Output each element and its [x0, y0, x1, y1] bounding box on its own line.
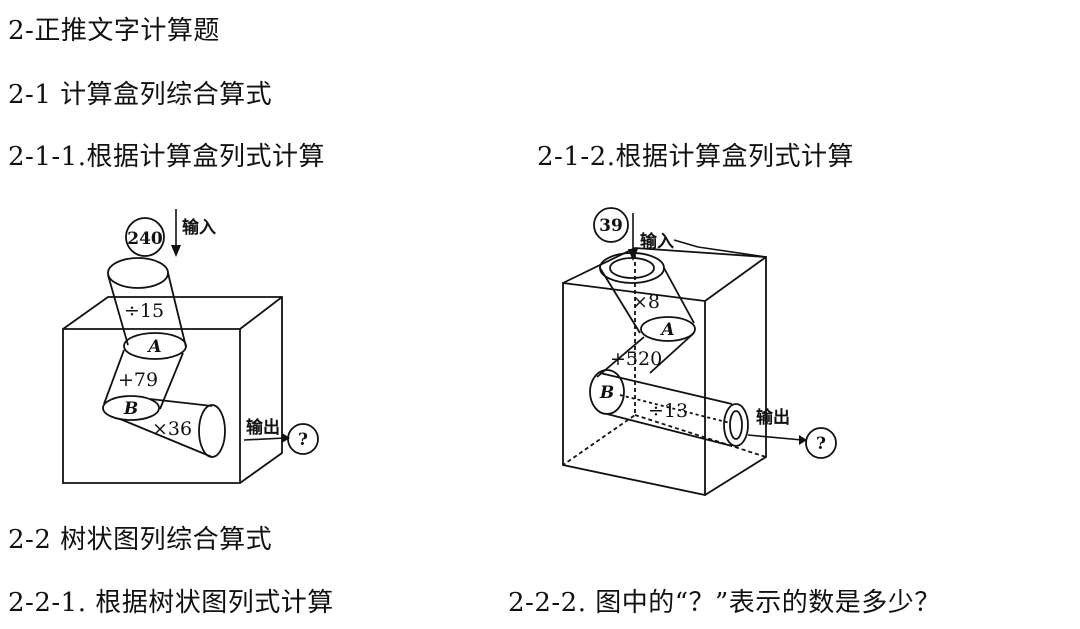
problem-2-1-2-title: 2-1-2.根据计算盒列式计算 [537, 142, 854, 172]
input-value-2: 39 [599, 216, 623, 236]
input-label-2: 输入 [640, 231, 674, 252]
subsection-title-calc-box: 2-1 计算盒列综合算式 [8, 80, 273, 110]
section-title: 2-正推文字计算题 [8, 16, 220, 46]
input-value-1: 240 [127, 229, 163, 249]
input-label-1: 输入 [182, 217, 216, 238]
op-divide-15: ÷15 [124, 300, 164, 322]
op-times-8: ×8 [632, 291, 660, 313]
subsection-title-tree: 2-2 树状图列综合算式 [8, 525, 273, 555]
problem-2-2-1-title: 2-2-1. 根据树状图列式计算 [8, 588, 334, 618]
label-a-1: A [146, 337, 161, 357]
op-times-36: ×36 [152, 418, 192, 440]
op-divide-13: ÷13 [648, 400, 688, 422]
problem-2-2-2-title: 2-2-2. 图中的“？”表示的数是多少？ [508, 588, 941, 618]
output-label-2: 输出 [756, 407, 790, 428]
output-value-1: ? [298, 430, 308, 450]
label-b-2: B [599, 383, 614, 403]
op-plus-520: +520 [610, 348, 662, 370]
output-value-2: ? [816, 434, 826, 454]
op-plus-79: +79 [118, 369, 158, 391]
calc-box-diagram-2: 39 输入 ×8 A +520 B ÷13 输出 ? [562, 207, 837, 497]
calc-box-diagram-1: 240 输入 ÷15 A +79 B ×36 输出 ? [62, 209, 319, 484]
label-b-1: B [123, 399, 138, 419]
output-label-1: 输出 [246, 417, 280, 438]
label-a-2: A [659, 320, 674, 340]
problem-2-1-1-title: 2-1-1.根据计算盒列式计算 [8, 142, 325, 172]
